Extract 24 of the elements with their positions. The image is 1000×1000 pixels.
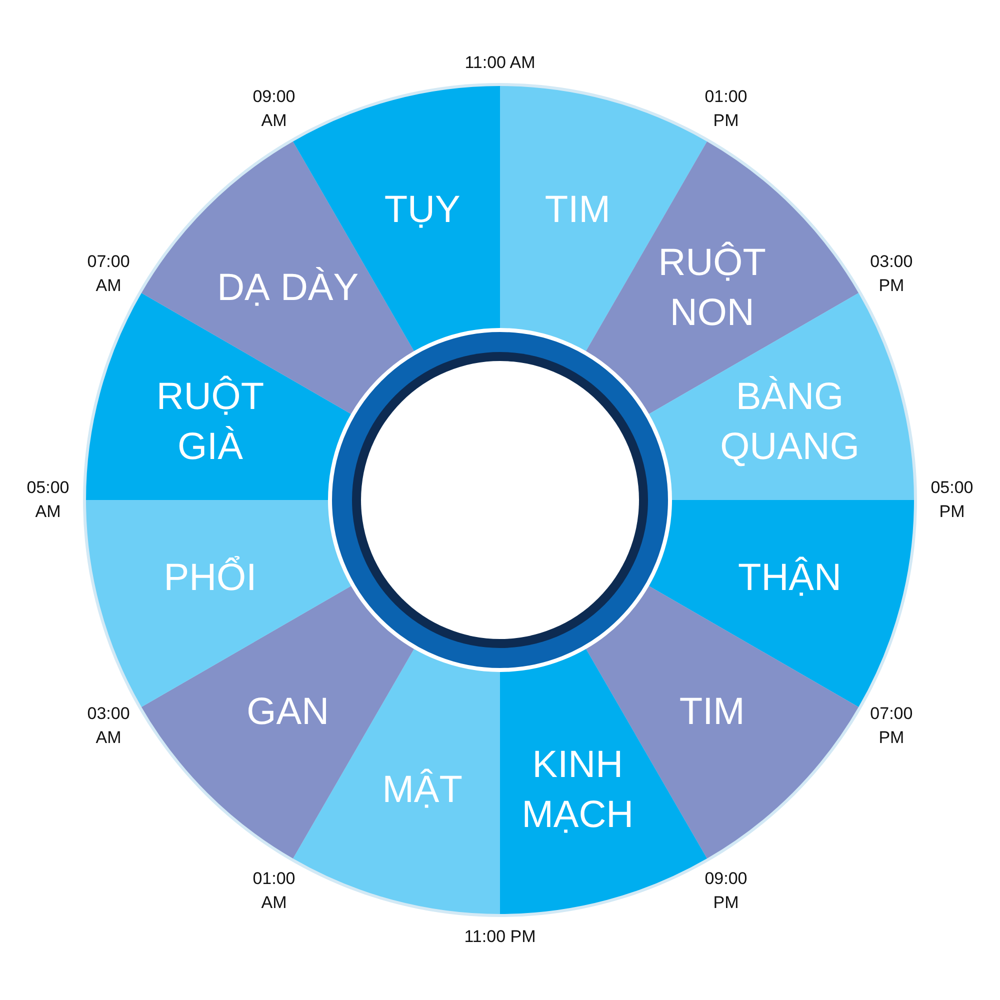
time-label: 05:00 AM xyxy=(26,477,70,523)
time-label: 03:00 PM xyxy=(869,251,914,297)
organ-label: GAN xyxy=(246,690,330,736)
organ-label: TIM xyxy=(544,188,610,234)
time-label: 05:00 PM xyxy=(930,477,974,523)
time-label: 11:00 PM xyxy=(464,926,536,948)
organ-label: RUỘT NON xyxy=(657,240,767,336)
organ-label: MẬT xyxy=(382,768,462,813)
organ-label: RUỘT GIÀ xyxy=(155,374,266,470)
organ-label: PHỔI xyxy=(164,555,257,601)
organ-label: THẬN xyxy=(738,556,842,601)
time-label: 01:00 AM xyxy=(252,868,296,914)
time-label: 07:00 AM xyxy=(86,251,131,297)
organ-label: KINH MẠCH xyxy=(520,742,635,838)
organ-label: BÀNG QUANG xyxy=(719,375,860,470)
time-label: 09:00 PM xyxy=(704,868,748,914)
time-label: 09:00 AM xyxy=(252,86,296,132)
organ-label: TIM xyxy=(679,690,745,736)
time-label: 01:00 PM xyxy=(704,86,748,132)
time-label: 07:00 PM xyxy=(869,703,914,749)
organ-label: DẠ DÀY xyxy=(217,266,359,311)
time-label: 11:00 AM xyxy=(464,52,536,74)
organ-label: TỤY xyxy=(384,188,460,234)
time-label: 03:00 AM xyxy=(86,703,131,749)
